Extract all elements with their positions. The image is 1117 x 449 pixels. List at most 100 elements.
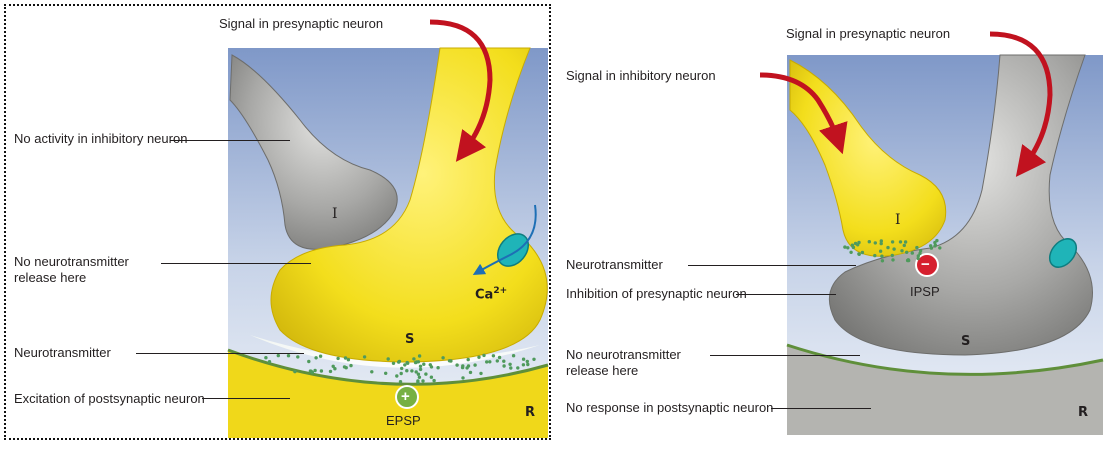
neurotransmitter-vesicle [488, 360, 492, 364]
neurotransmitter-vesicle [892, 247, 896, 251]
neurotransmitter-vesicle [905, 250, 909, 254]
neurotransmitter-vesicle [880, 254, 884, 258]
neurotransmitter-vesicle [466, 364, 471, 368]
inhibition-label: Inhibition of presynaptic neuron [566, 286, 747, 301]
neurotransmitter-vesicle [890, 253, 894, 258]
right-neurotransmitter-leader-line [688, 265, 856, 266]
left-calcium-arrow [472, 204, 537, 276]
neurotransmitter-vesicle [907, 258, 911, 263]
neurotransmitter-vesicle [399, 371, 403, 376]
neurotransmitter-vesicle [264, 356, 268, 360]
neurotransmitter-vesicles [264, 238, 942, 384]
neurotransmitter-vesicle [455, 363, 459, 367]
neurotransmitter-vesicle [915, 245, 919, 250]
neurotransmitter-vesicle [929, 244, 933, 248]
neurotransmitter-vesicle [891, 258, 895, 262]
neurotransmitter-vesicle [384, 371, 388, 375]
neurotransmitter-vesicle [328, 369, 333, 374]
neurotransmitter-vesicle [460, 365, 465, 370]
neurotransmitter-vesicle [331, 364, 335, 368]
neurotransmitter-vesicle [422, 362, 426, 366]
left-synaptic-tag: S [405, 332, 415, 347]
neurotransmitter-vesicle [516, 366, 520, 370]
neurotransmitter-vesicle [933, 240, 937, 245]
neurotransmitter-vesicle [497, 355, 502, 360]
left-inhibitory-tag: I [332, 206, 338, 222]
right-receptor-tag: R [1078, 405, 1089, 420]
neurotransmitter-vesicle [851, 245, 856, 250]
neurotransmitter-vesicle [314, 356, 318, 360]
neurotransmitter-vesicle [397, 360, 401, 364]
neurotransmitter-vesicle [313, 368, 317, 373]
neurotransmitter-vesicle [370, 370, 374, 374]
neurotransmitter-vesicle [333, 367, 337, 371]
no-activity-label: No activity in inhibitory neuron [14, 131, 188, 146]
neurotransmitter-vesicle [900, 249, 904, 253]
neurotransmitter-vesicle [416, 380, 420, 384]
neurotransmitter-vesicle [429, 375, 434, 379]
epsp-label: EPSP [386, 413, 421, 428]
neurotransmitter-vesicle [860, 250, 865, 255]
neurotransmitter-vesicle [403, 363, 407, 367]
neurotransmitter-vesicle [395, 374, 399, 378]
neurotransmitter-vesicle [898, 240, 903, 244]
neurotransmitter-vesicle [491, 354, 496, 358]
right-synaptic-tag: S [961, 334, 971, 349]
neurotransmitter-vesicle [525, 359, 529, 364]
neurotransmitter-vesicle [318, 354, 323, 358]
left-panel-frame [4, 4, 551, 440]
left-no-release-label: No neurotransmitter release here [14, 254, 129, 285]
left-panel-art [227, 19, 549, 438]
left-signal-label: Signal in presynaptic neuron [219, 16, 384, 31]
right-signal-inhibitory-arrow [759, 72, 848, 155]
right-calcium-channel [1048, 238, 1078, 268]
neurotransmitter-vesicle [853, 241, 858, 246]
neurotransmitter-vesicle [849, 250, 853, 254]
neurotransmitter-vesicle [391, 361, 396, 365]
neurotransmitter-vesicle [916, 254, 920, 258]
neurotransmitter-vesicle [918, 249, 923, 253]
ipsp-label: IPSP [910, 284, 940, 299]
neurotransmitter-vesicle [521, 357, 526, 361]
right-panel-art [759, 31, 1104, 435]
neurotransmitter-vesicle [873, 241, 877, 245]
neurotransmitter-vesicle [910, 251, 914, 255]
neurotransmitter-vesicle [502, 359, 506, 363]
neurotransmitter-vesicle [495, 359, 499, 363]
neurotransmitter-vesicle [918, 251, 922, 256]
excitation-leader-line [202, 398, 290, 399]
no-response-label: No response in postsynaptic neuron [566, 400, 774, 415]
left-neurotransmitter-leader-line [136, 353, 304, 354]
neurotransmitter-vesicle [843, 245, 847, 249]
epsp-sign: + [401, 388, 410, 405]
neurotransmitter-vesicle [343, 356, 348, 360]
neurotransmitter-vesicle [412, 357, 416, 361]
neurotransmitter-vesicle [903, 240, 908, 244]
neurotransmitter-vesicle [398, 380, 403, 384]
neurotransmitter-vesicle [878, 249, 883, 253]
excitation-label: Excitation of postsynaptic neuron [14, 391, 205, 406]
neurotransmitter-vesicle [307, 359, 311, 364]
neurotransmitter-vesicle [276, 353, 280, 358]
right-inhibitory-neuron [789, 59, 947, 257]
neurotransmitter-vesicle [405, 369, 409, 373]
neurotransmitter-vesicle [902, 243, 906, 248]
neurotransmitter-vesicle [400, 366, 404, 371]
right-neurotransmitter-label: Neurotransmitter [566, 257, 663, 272]
neurotransmitter-vesicle [857, 252, 861, 256]
neurotransmitter-vesicle [417, 375, 422, 379]
neurotransmitter-vesicle [418, 364, 423, 368]
neurotransmitter-vesicle [485, 360, 489, 364]
left-neurotransmitter-label: Neurotransmitter [14, 345, 111, 360]
right-no-release-label: No neurotransmitter release here [566, 347, 681, 378]
neurotransmitter-vesicle [508, 362, 512, 366]
neurotransmitter-vesicle [880, 259, 885, 263]
neurotransmitter-vesicle [938, 246, 942, 250]
no-activity-leader-line [170, 140, 290, 141]
neurotransmitter-vesicle [386, 357, 390, 361]
right-inhibitory-tag: I [895, 212, 901, 228]
neurotransmitter-vesicle [473, 363, 477, 367]
neurotransmitter-vesicle [886, 245, 890, 250]
neurotransmitter-vesicle [308, 369, 313, 373]
